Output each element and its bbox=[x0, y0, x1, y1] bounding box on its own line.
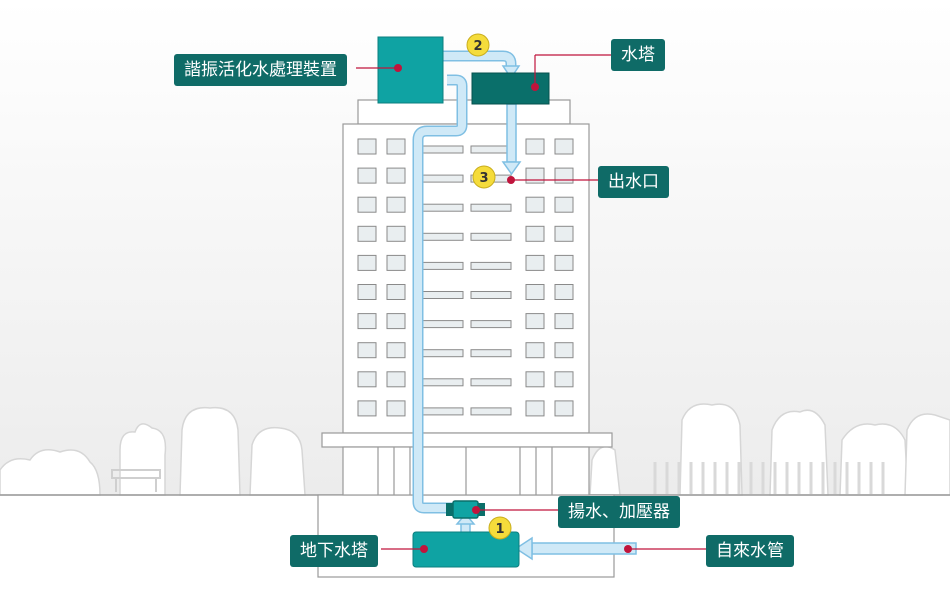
top-pipe bbox=[443, 52, 515, 66]
window bbox=[525, 342, 545, 359]
label-water-tower: 水塔 bbox=[611, 39, 665, 71]
down-pipe bbox=[506, 103, 517, 163]
window bbox=[554, 371, 574, 388]
window bbox=[386, 371, 406, 388]
window-strip bbox=[422, 203, 464, 212]
marker-underground bbox=[420, 545, 428, 553]
city-inlet-arrow bbox=[514, 536, 533, 561]
window-strip bbox=[422, 378, 464, 387]
window-strip bbox=[470, 261, 512, 270]
window bbox=[554, 196, 574, 213]
window bbox=[357, 371, 377, 388]
marker-city-pipe bbox=[624, 545, 632, 553]
step-badge-3: 3 bbox=[472, 165, 496, 189]
window-strip bbox=[422, 291, 464, 299]
window-strip bbox=[422, 407, 464, 416]
window bbox=[554, 225, 574, 242]
window bbox=[386, 196, 406, 213]
window bbox=[386, 313, 406, 330]
background-trees-left bbox=[0, 406, 306, 496]
window-strip bbox=[470, 407, 512, 416]
window bbox=[525, 138, 545, 155]
window-strip bbox=[422, 232, 464, 241]
fence bbox=[653, 462, 885, 494]
window bbox=[357, 313, 377, 330]
window bbox=[554, 167, 574, 184]
window bbox=[386, 225, 406, 242]
window-strip bbox=[422, 261, 464, 270]
window bbox=[525, 225, 545, 242]
building-body bbox=[342, 123, 590, 434]
window bbox=[525, 254, 545, 271]
city-inlet-pipe bbox=[531, 542, 637, 555]
window-strip bbox=[470, 320, 512, 329]
window bbox=[386, 342, 406, 359]
svg-text:1: 1 bbox=[495, 522, 504, 537]
window bbox=[357, 400, 377, 417]
window bbox=[525, 167, 545, 184]
label-pump: 揚水、加壓器 bbox=[558, 496, 680, 528]
activation-device bbox=[377, 36, 444, 104]
marker-outlet bbox=[507, 176, 515, 184]
window bbox=[357, 225, 377, 242]
window bbox=[554, 254, 574, 271]
marker-pump bbox=[472, 506, 480, 514]
window bbox=[554, 313, 574, 330]
window bbox=[525, 371, 545, 388]
marker-activation bbox=[394, 64, 402, 72]
window bbox=[554, 138, 574, 155]
park-bench bbox=[111, 469, 161, 492]
label-outlet: 出水口 bbox=[598, 166, 669, 198]
window bbox=[357, 342, 377, 359]
window bbox=[386, 400, 406, 417]
window bbox=[357, 284, 377, 300]
window-strip bbox=[470, 145, 512, 154]
window bbox=[357, 254, 377, 271]
window bbox=[357, 138, 377, 155]
window bbox=[386, 138, 406, 155]
window bbox=[386, 254, 406, 271]
window-strip bbox=[422, 320, 464, 329]
window bbox=[525, 313, 545, 330]
water-pipes bbox=[412, 50, 637, 561]
riser-pipe bbox=[414, 76, 466, 512]
window bbox=[386, 284, 406, 300]
window-strip bbox=[422, 349, 464, 358]
pump-up-arrow bbox=[455, 512, 476, 525]
top-arrow-head bbox=[501, 65, 521, 80]
window bbox=[554, 342, 574, 359]
down-arrow-head bbox=[501, 161, 522, 176]
window bbox=[525, 284, 545, 300]
label-underground-tank: 地下水塔 bbox=[290, 535, 378, 567]
building-podium bbox=[321, 432, 613, 448]
label-activation-device: 諧振活化水處理裝置 bbox=[174, 54, 347, 86]
window bbox=[386, 167, 406, 184]
step-badge-1: 1 bbox=[488, 516, 512, 540]
window bbox=[525, 400, 545, 417]
ground-floor-columns bbox=[377, 447, 553, 495]
window-strip bbox=[470, 291, 512, 299]
window-strip bbox=[422, 174, 464, 183]
step-badge-2: 2 bbox=[466, 33, 490, 57]
leader-lines bbox=[356, 54, 706, 550]
svg-text:2: 2 bbox=[473, 39, 482, 54]
window bbox=[525, 196, 545, 213]
marker-water-tower bbox=[531, 83, 539, 91]
window bbox=[357, 167, 377, 184]
building-windows bbox=[357, 138, 574, 417]
window bbox=[554, 400, 574, 417]
window-strip bbox=[470, 349, 512, 358]
window-strip bbox=[470, 378, 512, 387]
window-strip bbox=[422, 145, 464, 154]
svg-text:3: 3 bbox=[479, 171, 488, 186]
window bbox=[357, 196, 377, 213]
marker-dots bbox=[394, 64, 632, 553]
window bbox=[554, 284, 574, 300]
label-city-pipe: 自來水管 bbox=[706, 535, 794, 567]
window-strip bbox=[470, 203, 512, 212]
window-strip bbox=[470, 232, 512, 241]
